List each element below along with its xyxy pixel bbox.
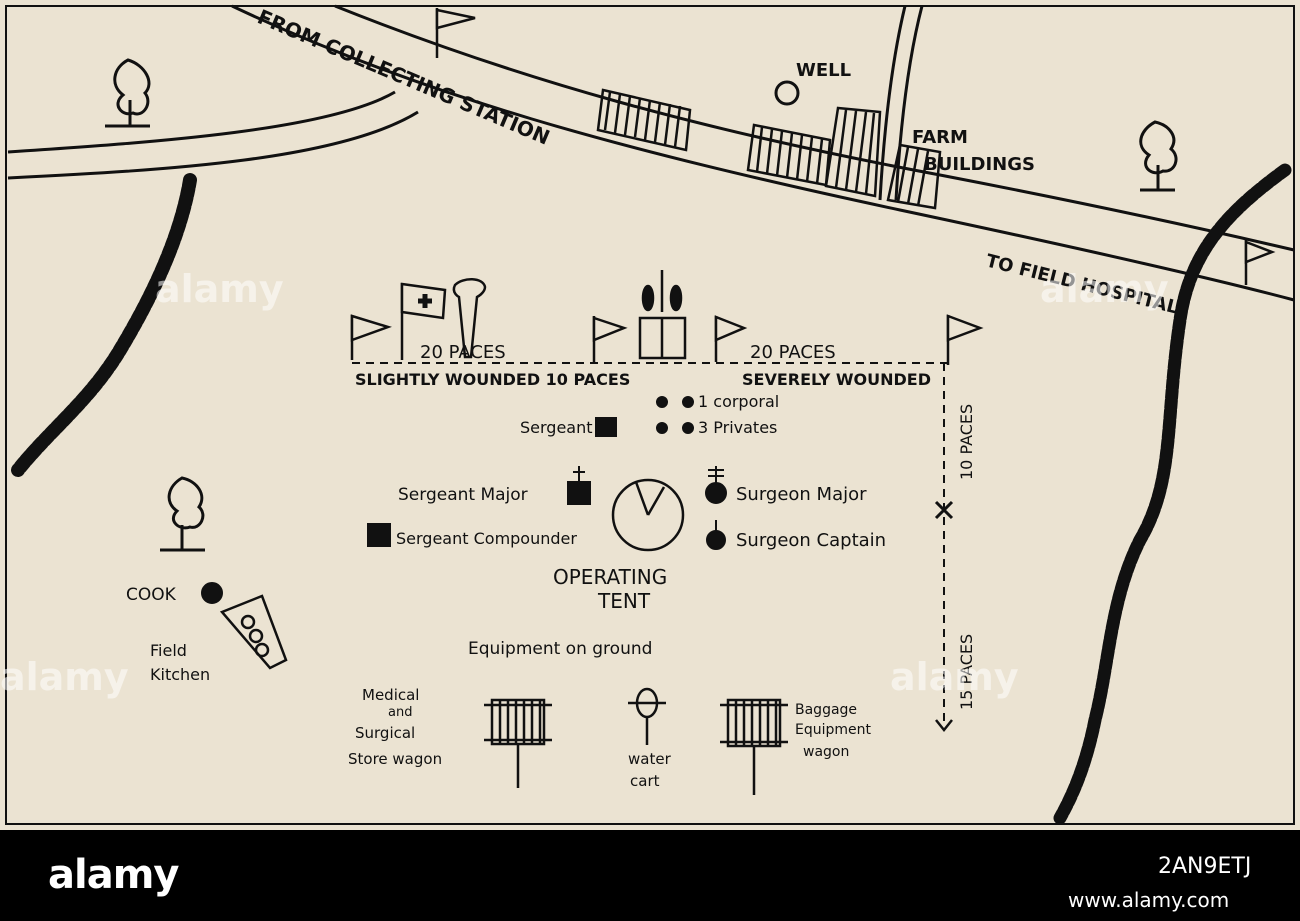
label-corporal: 1 corporal <box>698 392 779 411</box>
map-border <box>5 5 1295 825</box>
label-equipment-wagon-1: Equipment <box>795 722 872 738</box>
red-cross-flag-icon <box>400 282 447 360</box>
hedge-left <box>11 173 197 477</box>
label-water: water <box>628 750 672 768</box>
label-severely-wounded: SEVERELY WOUNDED <box>742 370 931 389</box>
medical-store-wagon-icon <box>484 698 552 788</box>
label-slightly-wounded: SLIGHTLY WOUNDED 10 PACES <box>355 370 630 389</box>
label-surgeon-major: Surgeon Major <box>736 484 867 505</box>
operating-tent-icon <box>611 478 685 552</box>
pace-lines <box>352 362 948 725</box>
label-20-paces-right: 20 PACES <box>750 342 836 363</box>
flag-icon <box>592 316 628 362</box>
label-farm: FARM <box>912 127 968 148</box>
tree-icon <box>160 476 205 552</box>
label-equipment-on-ground: Equipment on ground <box>468 639 652 659</box>
watermark: alamy <box>155 267 284 311</box>
arrow-down-icon <box>935 719 953 733</box>
label-10-paces-vertical: 10 PACES <box>957 404 976 480</box>
label-privates: 3 Privates <box>698 418 777 437</box>
label-20-paces-left: 20 PACES <box>420 342 506 363</box>
stock-logo[interactable]: alamy <box>48 852 179 898</box>
tree-icon <box>1139 120 1178 192</box>
label-sergeant-major: Sergeant Major <box>398 485 528 505</box>
stretcher-icon <box>638 270 687 360</box>
well-icon <box>774 80 800 106</box>
label-and: and <box>388 705 412 720</box>
label-store-wagon: Store wagon <box>348 750 442 768</box>
watermark: alamy <box>1040 267 1169 311</box>
image-id: 2AN9ETJ <box>1158 854 1252 879</box>
flag-icon <box>946 314 984 365</box>
label-sergeant: Sergeant <box>520 418 593 437</box>
label-medical: Medical <box>362 686 419 704</box>
label-operating: OPERATING <box>553 565 667 589</box>
x-marker-icon <box>934 500 954 520</box>
hedge-right <box>1053 163 1292 825</box>
label-well: WELL <box>796 60 851 81</box>
personnel-markers <box>201 396 727 604</box>
label-surgeon-captain: Surgeon Captain <box>736 530 886 551</box>
main-road <box>231 4 1295 302</box>
water-cart-icon <box>628 687 666 745</box>
label-equipment-wagon-2: wagon <box>803 744 849 760</box>
field-ambulance-diagram: FROM COLLECTING STATION TO FIELD HOSPITA… <box>0 4 1295 825</box>
lantern-icon <box>452 278 487 359</box>
flag-icon <box>714 315 748 362</box>
stock-url[interactable]: www.alamy.com <box>1068 888 1230 912</box>
side-road <box>7 90 419 180</box>
label-sergeant-compounder: Sergeant Compounder <box>396 529 577 548</box>
label-kitchen: Kitchen <box>150 665 210 684</box>
flag-icon <box>1244 240 1276 285</box>
farm-lane <box>878 5 924 201</box>
watermark: alamy <box>890 655 1019 699</box>
label-15-paces-vertical: 15 PACES <box>957 634 976 710</box>
flag-icon <box>435 8 476 58</box>
label-buildings: BUILDINGS <box>924 154 1035 175</box>
label-baggage: Baggage <box>795 702 857 718</box>
baggage-wagon-icon <box>720 698 788 795</box>
flag-icon <box>350 314 392 360</box>
label-tent: TENT <box>597 589 651 613</box>
label-cook: COOK <box>126 585 177 605</box>
watermark: alamy <box>0 655 129 699</box>
label-cart: cart <box>630 772 660 790</box>
field-kitchen-icon <box>219 594 288 670</box>
label-surgical: Surgical <box>355 724 415 742</box>
label-field: Field <box>150 641 187 660</box>
farm-buildings <box>596 88 942 210</box>
stock-footer-bar: alamy 2AN9ETJ www.alamy.com <box>0 830 1300 921</box>
tree-icon <box>105 58 151 128</box>
